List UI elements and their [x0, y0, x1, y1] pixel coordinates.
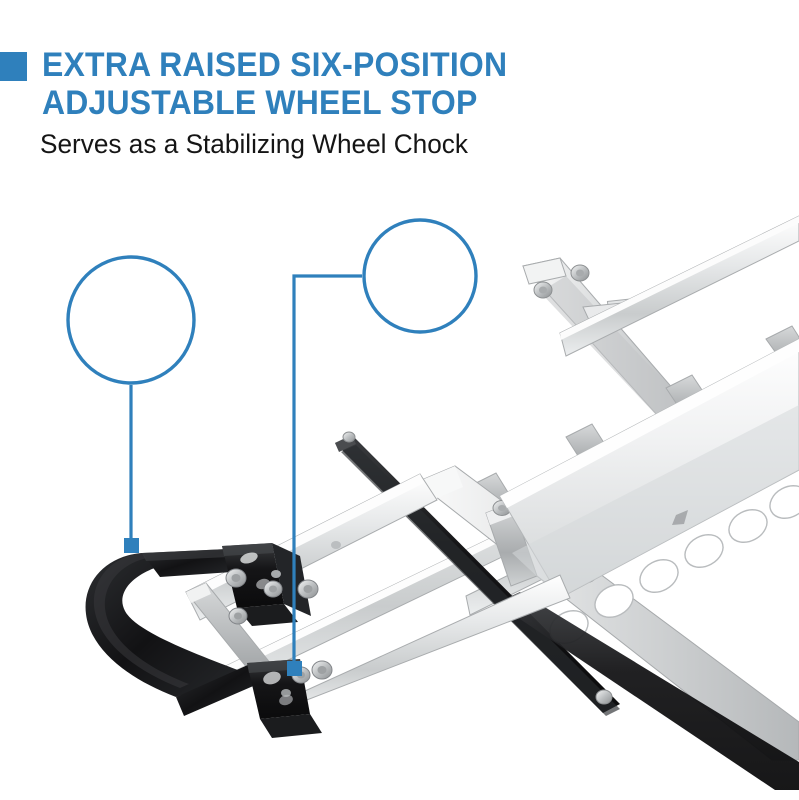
page-title: EXTRA RAISED SIX-POSITION ADJUSTABLE WHE…	[42, 46, 625, 122]
headline-line-2: ADJUSTABLE WHEEL STOP	[42, 84, 478, 122]
page-subtitle: Serves as a Stabilizing Wheel Chock	[40, 129, 468, 159]
accent-square	[0, 52, 27, 81]
header: EXTRA RAISED SIX-POSITION ADJUSTABLE WHE…	[0, 46, 799, 176]
bolt	[533, 281, 553, 299]
leader-marker-left	[124, 538, 139, 553]
bolt	[228, 607, 248, 625]
bolt	[595, 689, 613, 705]
leader-marker-right	[287, 661, 302, 676]
ramp-hole	[684, 534, 724, 568]
callout-ring-left	[66, 255, 196, 385]
bolt	[311, 660, 333, 680]
headline-line-1: EXTRA RAISED SIX-POSITION	[42, 46, 508, 84]
ramp-hole-group	[549, 485, 799, 644]
callout-ring-right	[362, 218, 478, 334]
bolt	[570, 264, 590, 282]
bolt	[342, 431, 356, 443]
ramp-hole	[594, 584, 634, 618]
bolt	[331, 541, 341, 549]
wheel-stop-assembly	[85, 543, 333, 738]
black-rail	[496, 592, 799, 790]
bolt	[281, 689, 291, 697]
ramp-hole	[639, 559, 679, 593]
callout-wheel-stop-strap-detail	[66, 255, 196, 553]
ramp-hole	[728, 509, 768, 543]
bolt	[225, 568, 247, 588]
carrier-frame	[559, 215, 799, 357]
loading-ramp	[499, 338, 799, 644]
leader-line-right	[292, 274, 362, 668]
bolt	[263, 580, 283, 598]
carrier-product-group	[85, 215, 799, 790]
bolt	[271, 570, 281, 578]
bolt	[297, 579, 319, 599]
